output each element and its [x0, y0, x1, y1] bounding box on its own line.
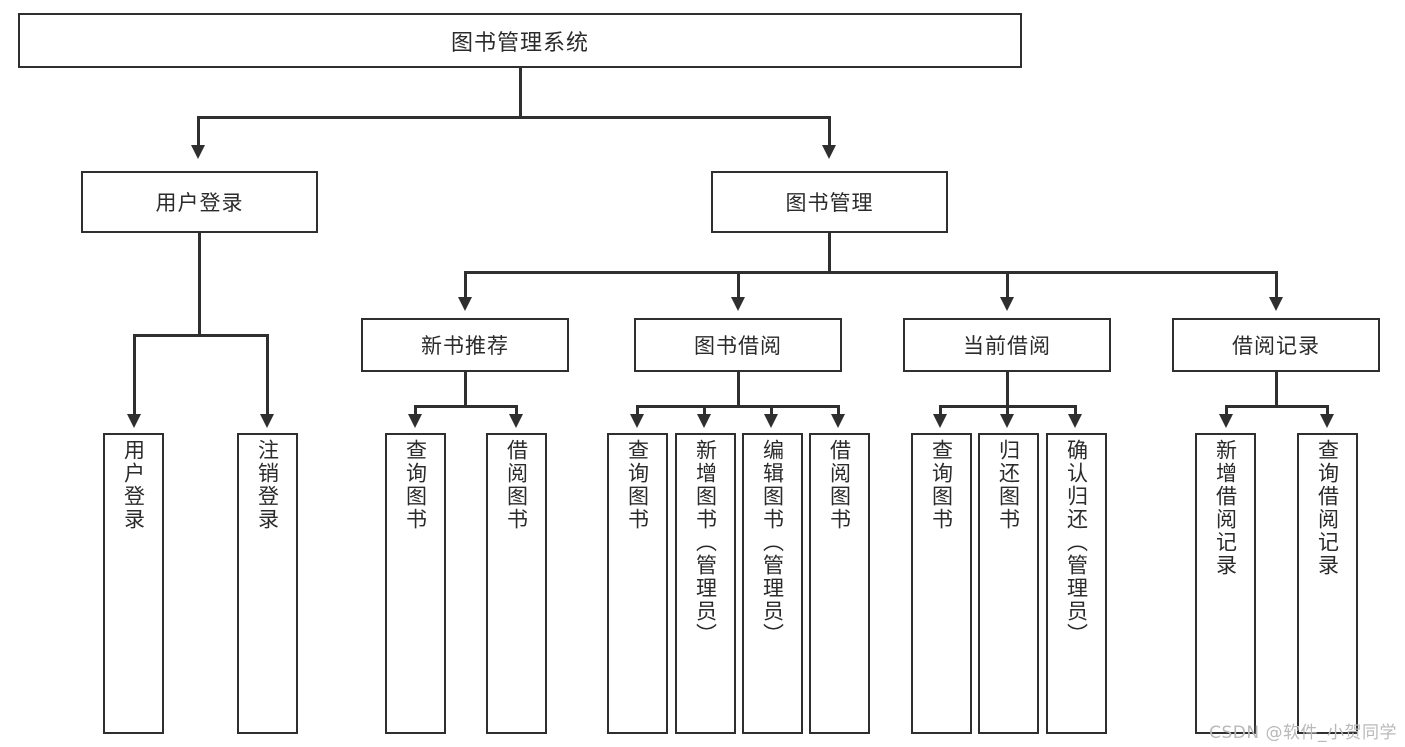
leaf-label: 查询图书	[929, 439, 954, 531]
arrowhead-bb-query	[630, 414, 644, 428]
arrowhead-current-borrow	[1000, 297, 1014, 311]
leaf-cb-confirm-return[interactable]: 确认归还（管理员）	[1046, 433, 1107, 734]
watermark-text: CSDN @软件_小贺同学	[1209, 723, 1397, 743]
arrowhead-bb-borrow	[831, 414, 845, 428]
connector-drop-leaf-user-login	[133, 334, 136, 417]
connector-drop-cb-query	[939, 405, 942, 417]
connector-new-book-stem	[464, 372, 467, 407]
node-label: 图书管理系统	[450, 30, 589, 56]
connector-drop-bb-edit	[770, 405, 773, 417]
connector-level2-bus	[197, 116, 831, 119]
node-user-login[interactable]: 用户登录	[81, 171, 318, 233]
connector-new-book-bus	[414, 405, 518, 408]
leaf-label: 新增借阅记录	[1213, 439, 1238, 577]
connector-borrow-record-bus	[1225, 405, 1329, 408]
connector-user-login-bus	[133, 334, 269, 337]
arrowhead-cb-confirm	[1068, 414, 1082, 428]
arrowhead-book-borrow	[731, 297, 745, 311]
arrowhead-br-add	[1219, 414, 1233, 428]
node-root-system[interactable]: 图书管理系统	[18, 13, 1022, 68]
leaf-label: 用户登录	[121, 439, 146, 531]
connector-drop-new-book	[464, 271, 467, 300]
connector-drop-br-query	[1326, 405, 1329, 417]
arrowhead-nb-query	[408, 414, 422, 428]
node-label: 新书推荐	[421, 334, 509, 358]
arrowhead-borrow-record	[1269, 297, 1283, 311]
connector-drop-nb-borrow	[515, 405, 518, 417]
leaf-label: 查询借阅记录	[1315, 439, 1340, 577]
node-book-management[interactable]: 图书管理	[711, 171, 948, 233]
leaf-br-query-record[interactable]: 查询借阅记录	[1297, 433, 1358, 734]
connector-drop-bb-borrow	[837, 405, 840, 417]
connector-book-manage-stem	[828, 233, 831, 273]
node-new-book-recommend[interactable]: 新书推荐	[361, 318, 569, 372]
connector-drop-current-borrow	[1006, 271, 1009, 300]
connector-root-stem	[519, 68, 522, 118]
connector-borrow-record-stem	[1275, 372, 1278, 407]
leaf-br-add-record[interactable]: 新增借阅记录	[1195, 433, 1256, 734]
node-book-borrow[interactable]: 图书借阅	[634, 318, 842, 372]
leaf-label: 借阅图书	[504, 439, 529, 531]
node-current-borrow[interactable]: 当前借阅	[903, 318, 1111, 372]
leaf-nb-borrow-book[interactable]: 借阅图书	[486, 433, 547, 734]
leaf-label: 确认归还（管理员）	[1064, 439, 1089, 646]
arrowhead-user-login	[191, 145, 205, 159]
leaf-bb-borrow-book[interactable]: 借阅图书	[809, 433, 870, 734]
leaf-label: 注销登录	[255, 439, 280, 531]
leaf-cb-query-book[interactable]: 查询图书	[911, 433, 972, 734]
connector-drop-book-borrow	[737, 271, 740, 300]
connector-book-borrow-bus	[636, 405, 840, 408]
connector-drop-cb-return	[1006, 405, 1009, 417]
arrowhead-bb-edit	[764, 414, 778, 428]
leaf-logout[interactable]: 注销登录	[237, 433, 298, 734]
leaf-bb-add-book[interactable]: 新增图书（管理员）	[675, 433, 736, 734]
connector-drop-user-login	[197, 116, 200, 148]
connector-drop-book-manage	[828, 116, 831, 148]
leaf-label: 归还图书	[996, 439, 1021, 531]
leaf-label: 借阅图书	[827, 439, 852, 531]
leaf-label: 查询图书	[403, 439, 428, 531]
arrowhead-cb-query	[933, 414, 947, 428]
node-label: 图书借阅	[694, 334, 782, 358]
leaf-nb-query-book[interactable]: 查询图书	[385, 433, 446, 734]
arrowhead-cb-return	[1000, 414, 1014, 428]
arrowhead-leaf-logout	[260, 414, 274, 428]
leaf-cb-return-book[interactable]: 归还图书	[978, 433, 1039, 734]
connector-drop-br-add	[1225, 405, 1228, 417]
arrowhead-book-manage	[822, 145, 836, 159]
leaf-label: 新增图书（管理员）	[693, 439, 718, 646]
connector-drop-cb-confirm	[1074, 405, 1077, 417]
arrowhead-new-book	[458, 297, 472, 311]
connector-drop-bb-add	[703, 405, 706, 417]
node-borrow-record[interactable]: 借阅记录	[1172, 318, 1380, 372]
leaf-bb-query-book[interactable]: 查询图书	[607, 433, 668, 734]
node-label: 用户登录	[155, 191, 244, 215]
connector-drop-leaf-logout	[266, 334, 269, 417]
connector-drop-borrow-record	[1275, 271, 1278, 300]
connector-level3-bus	[464, 271, 1278, 274]
leaf-bb-edit-book[interactable]: 编辑图书（管理员）	[742, 433, 803, 734]
leaf-label: 查询图书	[625, 439, 650, 531]
node-label: 图书管理	[785, 191, 874, 215]
leaf-user-login[interactable]: 用户登录	[103, 433, 164, 734]
connector-current-borrow-stem	[1006, 372, 1009, 407]
leaf-label: 编辑图书（管理员）	[760, 439, 785, 646]
connector-drop-bb-query	[636, 405, 639, 417]
arrowhead-leaf-user-login	[127, 414, 141, 428]
node-label: 借阅记录	[1232, 334, 1320, 358]
arrowhead-nb-borrow	[509, 414, 523, 428]
node-label: 当前借阅	[963, 334, 1051, 358]
connector-user-login-stem	[198, 233, 201, 335]
arrowhead-br-query	[1320, 414, 1334, 428]
connector-book-borrow-stem	[737, 372, 740, 407]
connector-drop-nb-query	[414, 405, 417, 417]
arrowhead-bb-add	[697, 414, 711, 428]
